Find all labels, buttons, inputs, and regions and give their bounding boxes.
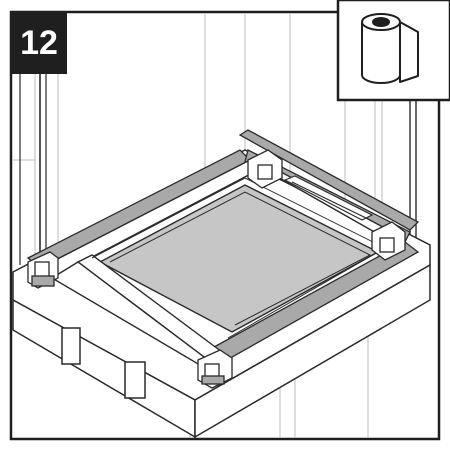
corner-brackets [27, 149, 406, 389]
tape-roll-inset [336, 0, 450, 102]
tray-rim [91, 177, 387, 339]
step-number-badge: 12 [11, 12, 67, 74]
tape-roll-icon [361, 13, 419, 84]
drain-channel [283, 175, 374, 221]
